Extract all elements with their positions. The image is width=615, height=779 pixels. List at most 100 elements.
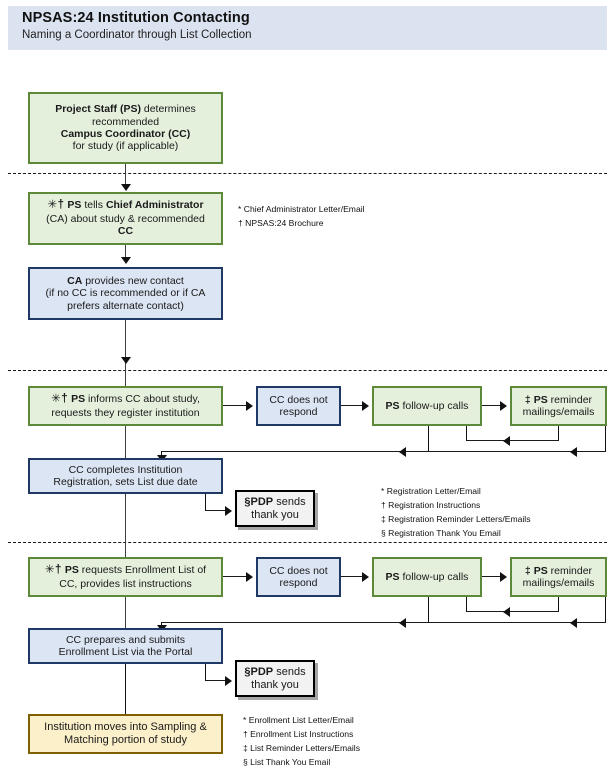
note-list-3: ‡ List Reminder Letters/Emails xyxy=(243,742,361,753)
node-ps-followup-2[interactable]: PS follow-up calls xyxy=(372,557,482,597)
ps-tells-ca-chief: Chief Administrator xyxy=(105,199,204,212)
reminder1-mark: ‡ xyxy=(524,393,531,406)
reminder2-mark: ‡ xyxy=(524,564,531,577)
ps-informs-line2: requests they register institution xyxy=(51,406,200,419)
ca-line2: (if no CC is recommended or if CA xyxy=(45,287,206,300)
page-subtitle: Naming a Coordinator through List Collec… xyxy=(22,29,252,41)
node-project-staff[interactable]: Project Staff (PS) determines recommende… xyxy=(28,92,223,164)
node-cc-submits-list[interactable]: CC prepares and submits Enrollment List … xyxy=(28,628,223,664)
connector-norespond2-to-followup2 xyxy=(341,576,366,578)
ps-tells-ca-tells: tells xyxy=(81,199,106,212)
notes-enrollment-list: * Enrollment List Letter/Email † Enrollm… xyxy=(243,714,360,770)
ps-tells-ca-line2: (CA) about study & recommended xyxy=(46,212,205,225)
requests-bold: PS xyxy=(64,564,79,577)
followup2-rest: follow-up calls xyxy=(399,570,469,583)
pdp2-bold: PDP xyxy=(250,665,274,678)
submits-line1: CC prepares and submits xyxy=(65,633,186,646)
arrow-loop1-return-mid xyxy=(399,446,406,457)
followup1-bold: PS xyxy=(385,399,400,412)
pdp1-line2: thank you xyxy=(251,508,299,521)
connector-ca-to-newcontact xyxy=(125,245,127,260)
loop2-followup-long-down xyxy=(428,597,430,623)
loop1-followup-long-down xyxy=(428,426,430,452)
ps-tells-ca-marks: ✳† xyxy=(47,199,65,212)
connector-informs-to-norespond1 xyxy=(223,405,250,407)
arrow-ca-to-newcontact xyxy=(120,257,131,264)
loop2-return-horizontal xyxy=(161,622,606,624)
arrow-submits-to-pdp2 xyxy=(225,675,232,686)
ca-line1-bold: CA xyxy=(67,274,83,287)
pdp1-bold: PDP xyxy=(250,495,274,508)
arrow-loop1-return-right xyxy=(570,446,577,457)
ca-line1-rest: provides new contact xyxy=(82,274,184,287)
connector-registration-to-pdp1-h xyxy=(205,510,229,512)
arrow-followup1-to-reminder1 xyxy=(500,400,507,411)
requests-line2: CC, provides list instructions xyxy=(59,577,192,590)
norespond2-line1: CC does not xyxy=(269,564,328,577)
connector-followup2-to-reminder2 xyxy=(482,576,504,578)
loop1-reminder-horizontal xyxy=(466,440,559,442)
node-institution-sampling[interactable]: Institution moves into Sampling & Matchi… xyxy=(28,714,223,754)
note-list-2: † Enrollment List Instructions xyxy=(243,728,354,739)
arrow-norespond1-to-followup1 xyxy=(362,400,369,411)
node-ps-followup-1[interactable]: PS follow-up calls xyxy=(372,386,482,426)
arrow-loop2-return-mid xyxy=(399,617,406,628)
node-cc-no-respond-2[interactable]: CC does not respond xyxy=(256,557,341,597)
norespond2-line2: respond xyxy=(279,577,318,589)
loop1-reminder-down xyxy=(558,426,560,441)
section-divider-1 xyxy=(8,173,607,174)
connector-followup1-to-reminder1 xyxy=(482,405,504,407)
connector-submits-to-pdp2 xyxy=(205,664,207,681)
connector-submits-to-pdp2-h xyxy=(205,680,229,682)
note-list-1: * Enrollment List Letter/Email xyxy=(243,715,354,725)
connector-ps-to-ca xyxy=(125,164,127,186)
arrow-loop1-reminder-to-followup xyxy=(503,435,510,446)
loop2-reminder-long-down xyxy=(605,597,607,623)
node-ps-tells-ca[interactable]: ✳† PS tells Chief Administrator (CA) abo… xyxy=(28,192,223,245)
node-ps-reminder-2[interactable]: ‡ PS reminder mailings/emails xyxy=(510,557,607,597)
loop2-reminder-horizontal xyxy=(466,611,559,613)
pdp2-line2: thank you xyxy=(251,678,299,691)
loop2-followup-up xyxy=(466,597,468,612)
connector-divider3-to-requests xyxy=(125,536,127,558)
ps-informs-rest: informs CC about study, xyxy=(85,393,200,406)
page-header: NPSAS:24 Institution Contacting Naming a… xyxy=(8,6,607,50)
arrow-registration-to-pdp1 xyxy=(225,505,232,516)
registration-line1: CC completes Institution xyxy=(68,463,183,476)
connector-registration-to-pdp1 xyxy=(205,494,207,511)
norespond1-line1: CC does not xyxy=(269,393,328,406)
reminder2-bold: PS xyxy=(533,564,548,577)
arrow-informs-to-norespond1 xyxy=(246,400,253,411)
section-divider-3 xyxy=(8,542,607,543)
requests-marks: ✳† xyxy=(44,564,62,577)
connector-divider2-to-informs xyxy=(125,364,127,386)
connector-registration-to-divider3 xyxy=(125,494,127,540)
node-pdp-thankyou-2[interactable]: §PDP sends thank you xyxy=(235,660,315,697)
pdp1-mark: § xyxy=(244,495,251,508)
node-cc-registration[interactable]: CC completes Institution Registration, s… xyxy=(28,458,223,494)
note-ca-2: † NPSAS:24 Brochure xyxy=(238,217,324,228)
loop1-reminder-long-down xyxy=(605,426,607,452)
ps-informs-bold: PS xyxy=(71,393,86,406)
arrow-loop2-reminder-to-followup xyxy=(503,606,510,617)
ps-line4: for study (if applicable) xyxy=(72,140,179,153)
final-line2: Matching portion of study xyxy=(64,734,187,746)
final-line1: Institution moves into Sampling & xyxy=(44,721,207,734)
ps-line2: recommended xyxy=(91,115,160,128)
node-ps-reminder-1[interactable]: ‡ PS reminder mailings/emails xyxy=(510,386,607,426)
connector-norespond1-to-followup1 xyxy=(341,405,366,407)
submits-line2: Enrollment List via the Portal xyxy=(58,646,193,658)
norespond1-line2: respond xyxy=(279,406,318,418)
node-ca-provides-contact[interactable]: CA provides new contact (if no CC is rec… xyxy=(28,267,223,320)
reminder1-rest: reminder xyxy=(547,393,593,406)
node-pdp-thankyou-1[interactable]: §PDP sends thank you xyxy=(235,490,315,527)
page-title: NPSAS:24 Institution Contacting xyxy=(22,10,250,26)
reminder1-line2: mailings/emails xyxy=(522,406,595,418)
node-ps-requests-list[interactable]: ✳† PS requests Enrollment List of CC, pr… xyxy=(28,557,223,597)
arrow-ps-to-ca xyxy=(120,184,131,191)
node-ps-informs-cc[interactable]: ✳† PS informs CC about study, requests t… xyxy=(28,386,223,426)
arrow-loop2-return-right xyxy=(570,617,577,628)
node-cc-no-respond-1[interactable]: CC does not respond xyxy=(256,386,341,426)
reminder2-rest: reminder xyxy=(547,564,593,577)
loop2-reminder-down xyxy=(558,597,560,612)
